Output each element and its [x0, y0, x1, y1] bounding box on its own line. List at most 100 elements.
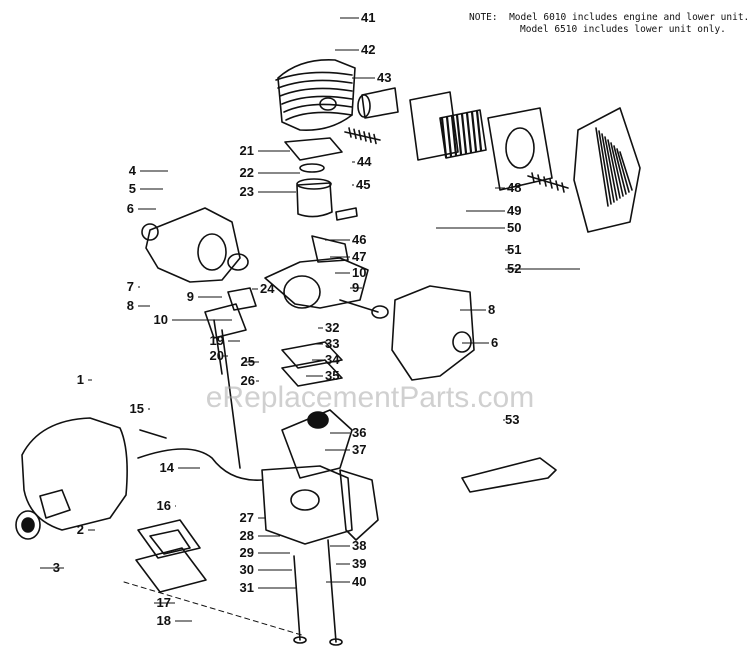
tank-cap-3	[15, 510, 41, 540]
cylinder-fin	[283, 103, 353, 113]
cylinder-fin	[279, 87, 353, 97]
gasket-inner	[149, 529, 191, 555]
cylinder-body	[277, 59, 356, 132]
tank-neck	[39, 489, 71, 519]
callout-25: 25	[240, 354, 255, 369]
callout-20: 20	[209, 348, 224, 363]
seal-right	[452, 331, 472, 353]
callout-40: 40	[352, 574, 367, 589]
callout-43: 43	[377, 70, 392, 85]
callout-47: 47	[352, 249, 367, 264]
carb-screw-40	[327, 539, 337, 643]
seal-left	[141, 223, 159, 241]
tank-cap-3-inner	[21, 517, 35, 533]
note-line-1: Model 6010 includes engine and lower uni…	[509, 12, 750, 23]
cylinder-fin	[285, 111, 353, 121]
reed-gasket-35	[281, 359, 343, 387]
callout-22: 22	[239, 165, 254, 180]
callout-48: 48	[507, 180, 522, 195]
callout-6: 6	[491, 335, 499, 350]
callout-21: 21	[239, 143, 254, 158]
cylinder-gasket	[284, 137, 343, 161]
crankcase-bore	[197, 233, 227, 271]
callout-4: 4	[128, 163, 136, 178]
callout-32: 32	[325, 320, 340, 335]
muffler-cover	[573, 107, 641, 233]
callout-8: 8	[126, 298, 134, 313]
cylinder-fin	[277, 79, 353, 89]
crank-web	[283, 275, 321, 309]
callout-23: 23	[239, 184, 254, 199]
callout-29: 29	[239, 545, 254, 560]
piston-pin	[335, 207, 358, 221]
muffler-shell	[409, 91, 459, 161]
spark-plug-end	[357, 94, 371, 118]
carb-cover	[339, 469, 379, 541]
callout-26: 26	[240, 373, 255, 388]
callout-49: 49	[507, 203, 522, 218]
callout-46: 46	[352, 232, 367, 247]
spark-plug	[361, 87, 399, 119]
bearing-right	[371, 305, 389, 319]
muffler-spring	[527, 175, 569, 189]
callout-30: 30	[239, 562, 254, 577]
fuel-line-15	[139, 429, 167, 439]
callout-14: 14	[159, 460, 174, 475]
carb-screw-31	[293, 555, 301, 641]
crankcase-right	[391, 285, 475, 381]
piston	[296, 182, 333, 218]
callout-38: 38	[352, 538, 367, 553]
reed-plate-34	[281, 341, 343, 369]
carb-throat	[290, 489, 320, 511]
callout-10: 10	[352, 265, 367, 280]
callout-31: 31	[239, 580, 254, 595]
piston-ring	[299, 163, 325, 173]
fuel-tube-25	[221, 329, 241, 469]
callout-36: 36	[352, 425, 367, 440]
callout-35: 35	[325, 368, 340, 383]
callout-37: 37	[352, 442, 367, 457]
callout-39: 39	[352, 556, 367, 571]
gasket-16	[137, 519, 201, 559]
callout-34: 34	[325, 352, 340, 367]
callout-9: 9	[352, 280, 360, 295]
callout-1: 1	[76, 372, 84, 387]
callout-3: 3	[52, 560, 60, 575]
crankcase-left	[145, 207, 241, 283]
callout-7: 7	[126, 279, 134, 294]
fuel-line-14	[137, 448, 263, 481]
callout-53: 53	[505, 412, 520, 427]
crankshaft	[264, 257, 369, 309]
fuel-tank	[21, 417, 128, 531]
callout-51: 51	[507, 242, 522, 257]
callout-42: 42	[361, 42, 376, 57]
cylinder-fin	[281, 95, 353, 105]
carburetor	[261, 465, 353, 545]
callout-9: 9	[186, 289, 194, 304]
callout-10: 10	[153, 312, 168, 327]
manifold-port	[307, 411, 329, 429]
gasket-small	[227, 287, 257, 311]
callout-28: 28	[239, 528, 254, 543]
screw-head-40	[329, 638, 343, 646]
note-line-2: Model 6510 includes lower unit only.	[520, 24, 726, 35]
callout-45: 45	[356, 177, 371, 192]
watermark: eReplacementParts.com	[205, 381, 535, 414]
callout-50: 50	[507, 220, 522, 235]
gasket-19	[204, 303, 247, 339]
callout-41: 41	[361, 10, 376, 25]
callout-44: 44	[357, 154, 372, 169]
callout-6: 6	[126, 201, 134, 216]
grease-tube	[461, 457, 557, 493]
cylinder-port	[319, 97, 337, 111]
baffle-hole	[505, 127, 535, 169]
callout-24: 24	[260, 281, 275, 296]
note-prefix: NOTE:	[469, 12, 498, 23]
callout-52: 52	[507, 261, 522, 276]
bearing-left	[227, 253, 249, 271]
model-note: NOTE: Model 6010 includes engine and low…	[469, 12, 749, 36]
gasket-18	[135, 547, 207, 593]
callout-19: 19	[209, 333, 224, 348]
callout-5: 5	[128, 181, 136, 196]
